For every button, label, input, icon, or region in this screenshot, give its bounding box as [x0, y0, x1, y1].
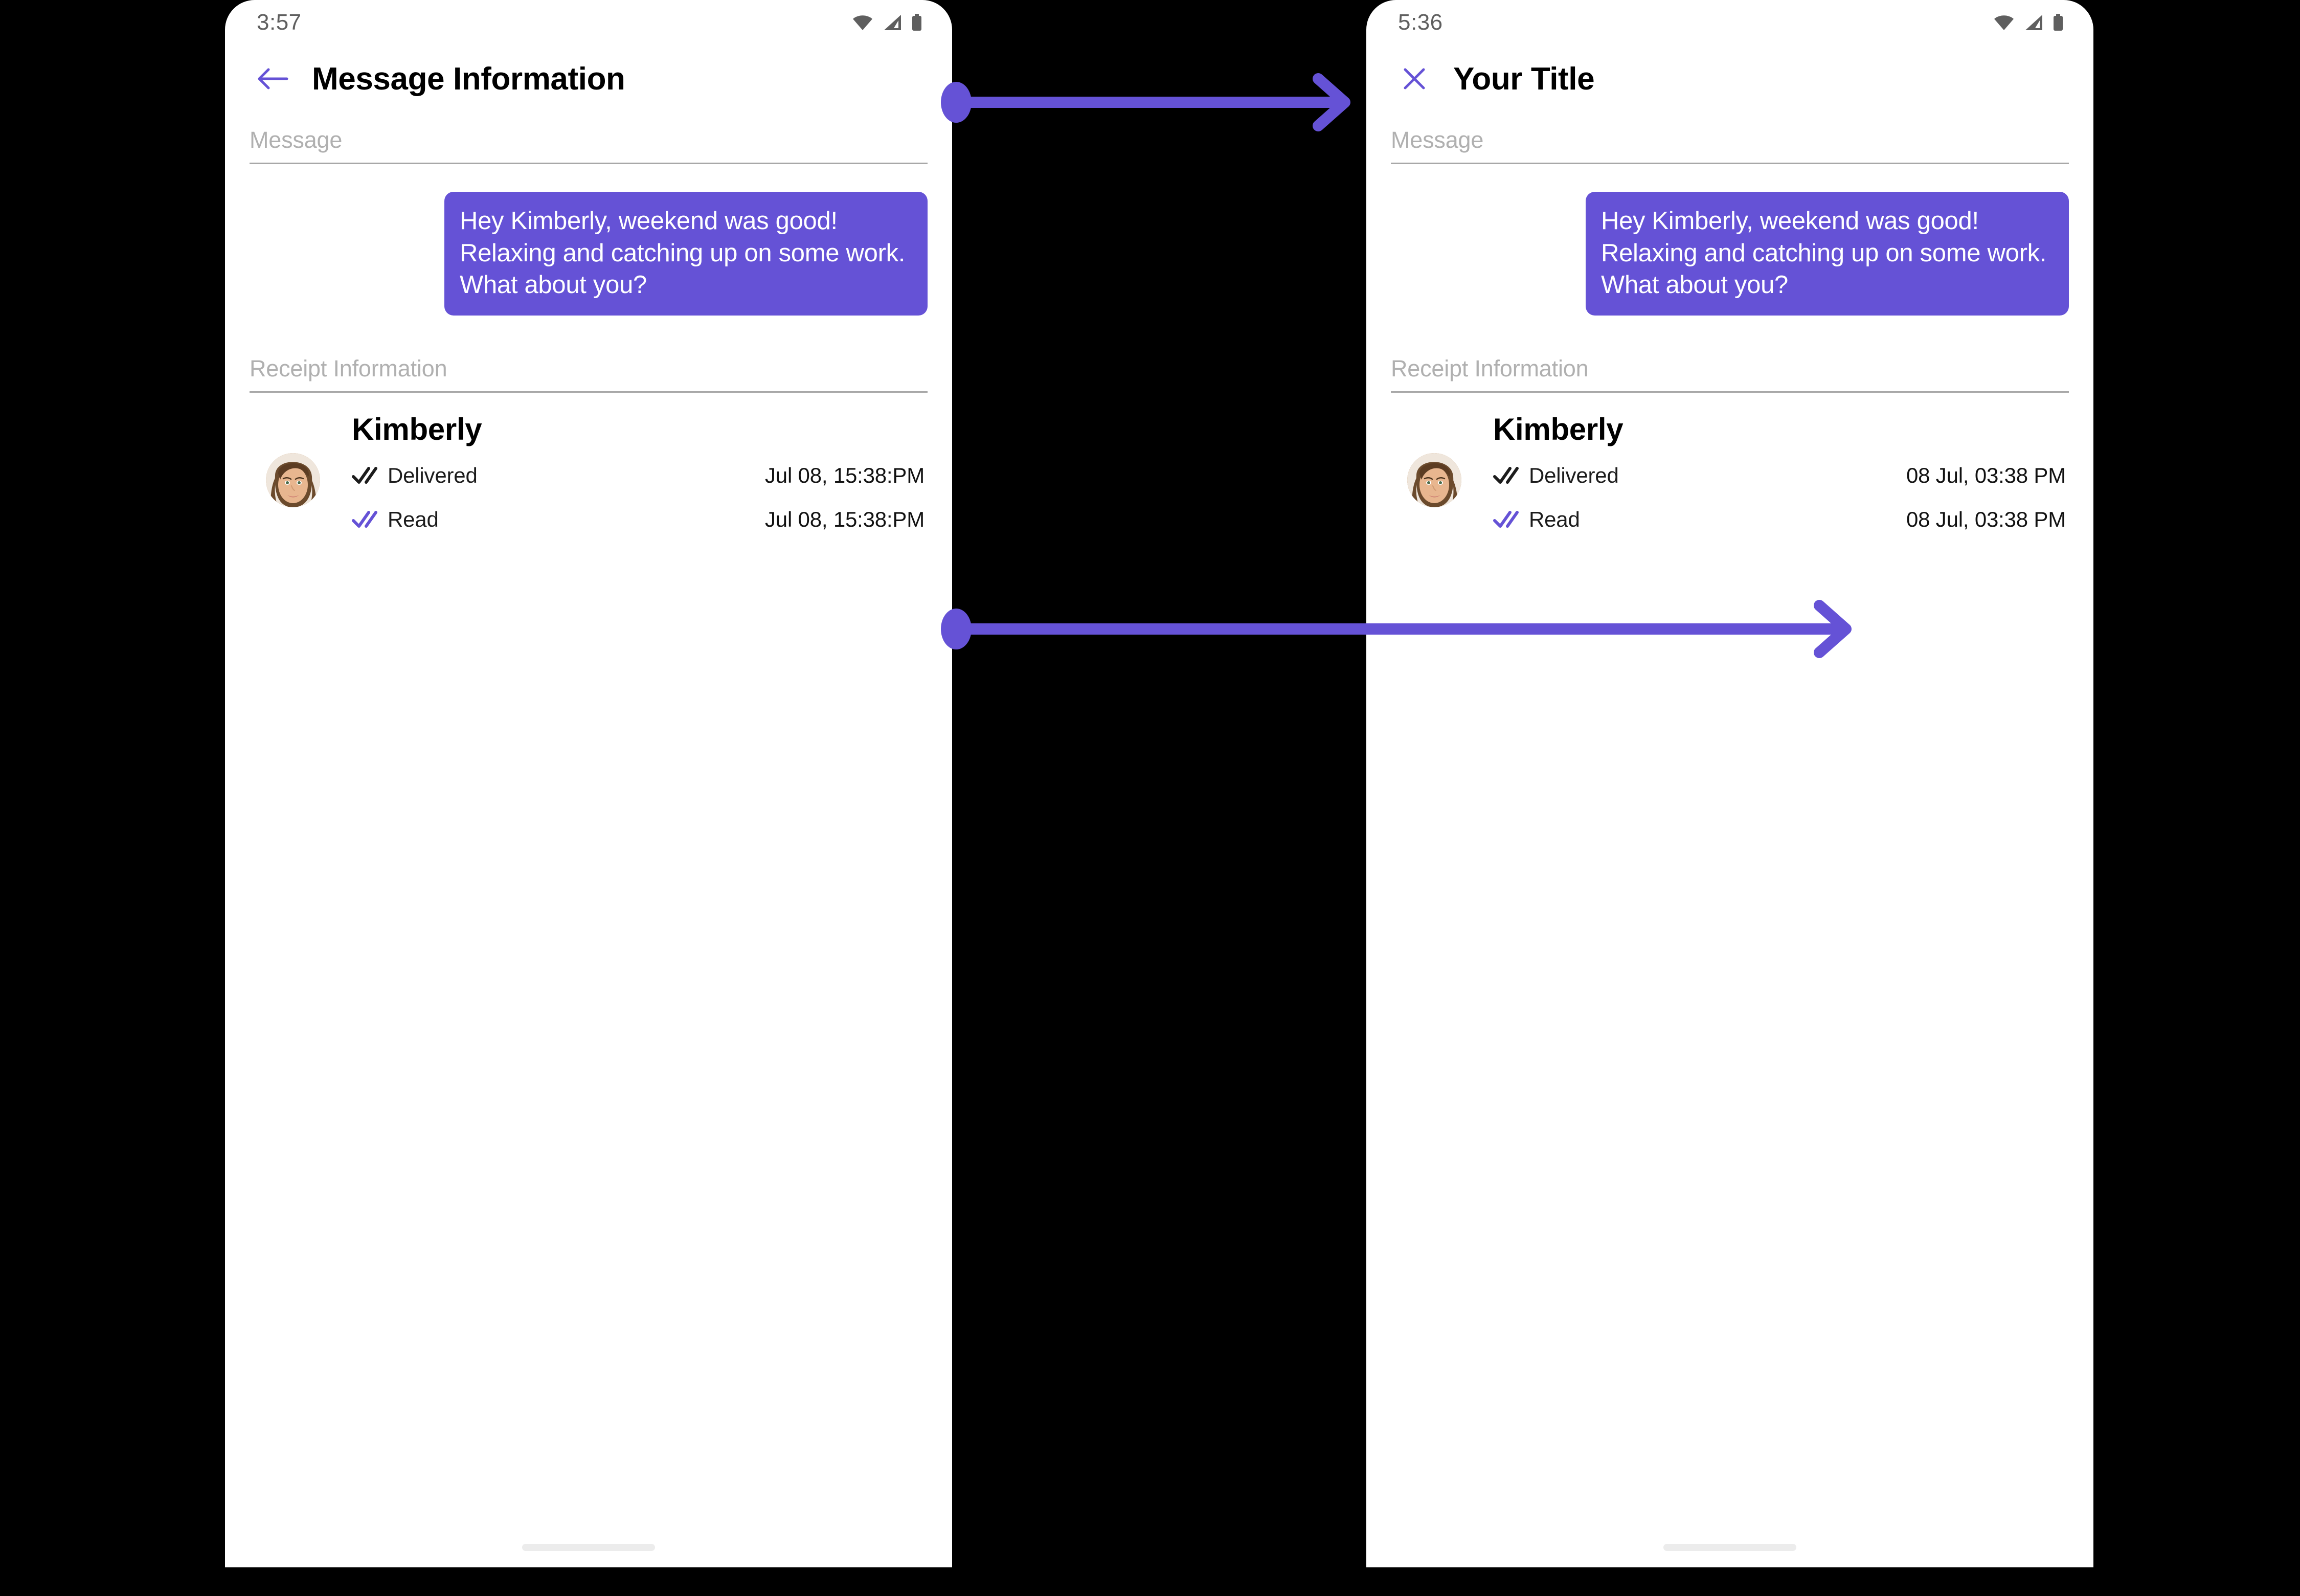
receipt-status-label: Delivered: [1529, 463, 1619, 488]
message-bubble-row: Hey Kimberly, weekend was good! Relaxing…: [250, 164, 928, 341]
wifi-icon: [852, 14, 873, 31]
status-bar-right: 5:36: [1366, 0, 2093, 45]
receipt-timestamp: 08 Jul, 03:38 PM: [1906, 507, 2066, 532]
battery-icon: [911, 14, 922, 31]
message-bubble[interactable]: Hey Kimberly, weekend was good! Relaxing…: [1586, 192, 2069, 316]
section-divider: [250, 163, 928, 164]
page-title: Message Information: [312, 61, 625, 97]
home-indicator: [1663, 1544, 1796, 1551]
message-bubble[interactable]: Hey Kimberly, weekend was good! Relaxing…: [444, 192, 928, 316]
back-arrow-icon[interactable]: [250, 55, 297, 102]
page-title: Your Title: [1453, 61, 1595, 97]
section-divider: [1391, 391, 2069, 393]
status-bar-left: 3:57: [225, 0, 952, 45]
receipt-block-left: Kimberly: [250, 393, 928, 542]
close-x-icon[interactable]: [1391, 55, 1438, 102]
status-time: 3:57: [257, 10, 302, 35]
section-divider: [250, 391, 928, 393]
receipt-timestamp: Jul 08, 15:38:PM: [765, 463, 924, 488]
status-icon-group: [852, 14, 922, 31]
message-bubble-row: Hey Kimberly, weekend was good! Relaxing…: [1391, 164, 2069, 341]
receipt-rows: Delivered 08 Jul, 03:38 PM Read 08 Jul, …: [1391, 454, 2069, 542]
double-check-icon: [352, 510, 380, 529]
receipt-row: Read 08 Jul, 03:38 PM: [1391, 498, 2069, 542]
message-section-right: Message Hey Kimberly, weekend was good! …: [1366, 113, 2093, 542]
app-bar-left: Message Information: [225, 45, 952, 113]
app-bar-right: Your Title: [1366, 45, 2093, 113]
contact-name: Kimberly: [352, 412, 482, 447]
receipt-section-label: Receipt Information: [250, 355, 447, 382]
receipt-section-label: Receipt Information: [1391, 355, 1589, 382]
double-check-icon: [1493, 510, 1522, 529]
status-icon-group: [1993, 14, 2064, 31]
receipt-row: Delivered 08 Jul, 03:38 PM: [1391, 454, 2069, 498]
receipt-timestamp: 08 Jul, 03:38 PM: [1906, 463, 2066, 488]
battery-icon: [2053, 14, 2064, 31]
message-section-label: Message: [1391, 127, 1484, 153]
double-check-icon: [1493, 466, 1522, 485]
wifi-icon: [1993, 14, 2015, 31]
receipt-status-label: Read: [388, 507, 439, 532]
receipt-timestamp: Jul 08, 15:38:PM: [765, 507, 924, 532]
receipt-row: Read Jul 08, 15:38:PM: [250, 498, 928, 542]
receipt-row: Delivered Jul 08, 15:38:PM: [250, 454, 928, 498]
message-section-label: Message: [250, 127, 343, 153]
contact-name: Kimberly: [1493, 412, 1623, 447]
phone-screen-right: 5:36 Your Title Message: [1366, 0, 2093, 1567]
message-section-left: Message Hey Kimberly, weekend was good! …: [225, 113, 952, 542]
cellular-signal-icon: [883, 14, 902, 31]
home-indicator: [522, 1544, 655, 1551]
receipt-block-right: Kimberly: [1391, 393, 2069, 542]
title-change-arrow: [941, 72, 1365, 133]
section-divider: [1391, 163, 2069, 164]
status-time: 5:36: [1398, 10, 1443, 35]
phone-screen-left: 3:57 Message Information Message: [225, 0, 952, 1567]
double-check-icon: [352, 466, 380, 485]
cellular-signal-icon: [2024, 14, 2043, 31]
receipt-rows: Delivered Jul 08, 15:38:PM Read Jul 08, …: [250, 454, 928, 542]
avatar: [1407, 453, 1461, 508]
avatar: [266, 453, 320, 508]
receipt-status-label: Read: [1529, 507, 1580, 532]
receipt-status-label: Delivered: [388, 463, 478, 488]
